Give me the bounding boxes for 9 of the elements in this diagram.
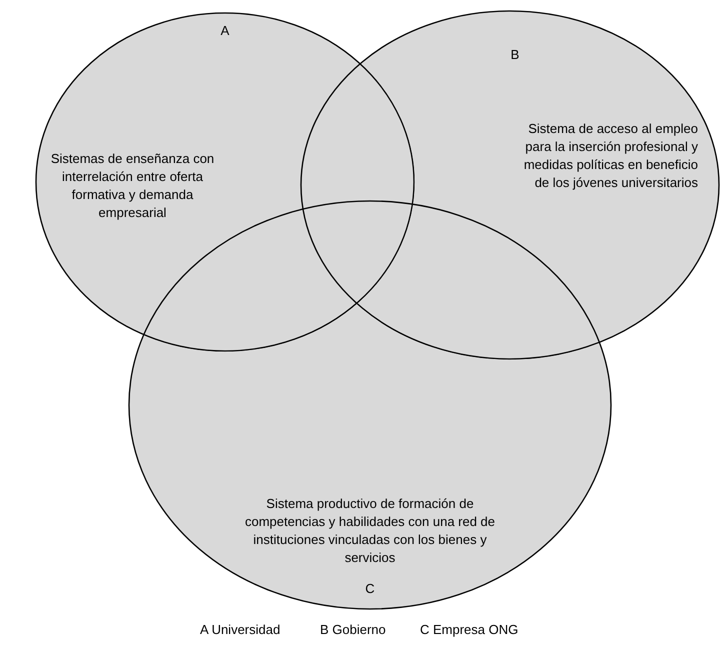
set-letter: C (364, 580, 376, 598)
legend-text: B Gobierno (320, 622, 386, 637)
set-description: Sistema de acceso al empleo para la inserción profesional y medidas políticas en beneficio de los jóvenes universitarios (522, 120, 698, 192)
set-letter: B (510, 46, 520, 64)
legend-text: C Empresa ONG (420, 622, 518, 637)
set-letter: A (220, 22, 230, 40)
legend-text: A Universidad (200, 622, 280, 637)
set-description: Sistema productivo de formación de competencias y habilidades con una red de instituciones vinculadas con los bienes y servicios (244, 495, 496, 567)
set-description: Sistemas de enseñanza con interrelación entre oferta formativa y demanda empresarial (50, 150, 215, 222)
